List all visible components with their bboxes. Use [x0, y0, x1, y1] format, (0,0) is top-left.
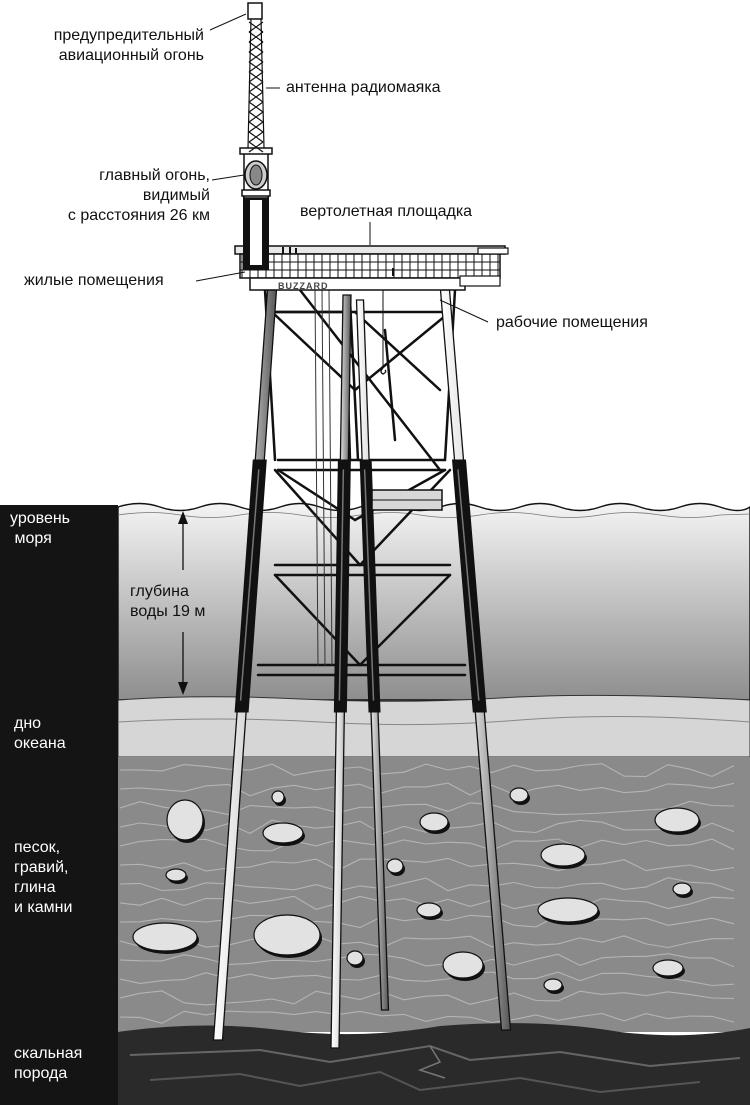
- work-quarters-label: рабочие помещения: [496, 314, 648, 331]
- sea-level-label: уровень моря: [10, 510, 71, 547]
- living-quarters-label: жилые помещения: [24, 272, 164, 289]
- leader-lines: [195, 13, 489, 323]
- topsides-deck: [234, 245, 509, 375]
- platform-jacket: [212, 288, 512, 1049]
- sediment-layer: [118, 757, 750, 1032]
- light-tower: [239, 2, 273, 270]
- bedrock-label: скальная порода: [14, 1045, 83, 1082]
- platform-name-text: BUZZARD: [278, 281, 329, 291]
- main-light-label: главный огонь, видимый с расстояния 26 к…: [67, 167, 210, 224]
- bedrock-layer: [118, 1023, 750, 1105]
- ocean-floor-strip: [117, 694, 750, 758]
- sediment-label: песок, гравий, глина и камни: [14, 839, 73, 916]
- ocean-floor-label: дно океана: [14, 715, 66, 752]
- water-column: [117, 502, 750, 701]
- depth-arrow: [178, 511, 188, 695]
- warning-light-label: предупредительный авиационный огонь: [53, 27, 204, 64]
- strata-side-bar: [0, 505, 118, 1105]
- water-depth-label: глубина воды 19 м: [130, 583, 206, 620]
- helipad-label: вертолетная площадка: [300, 203, 473, 220]
- radio-antenna-label: антенна радиомаяка: [286, 79, 441, 96]
